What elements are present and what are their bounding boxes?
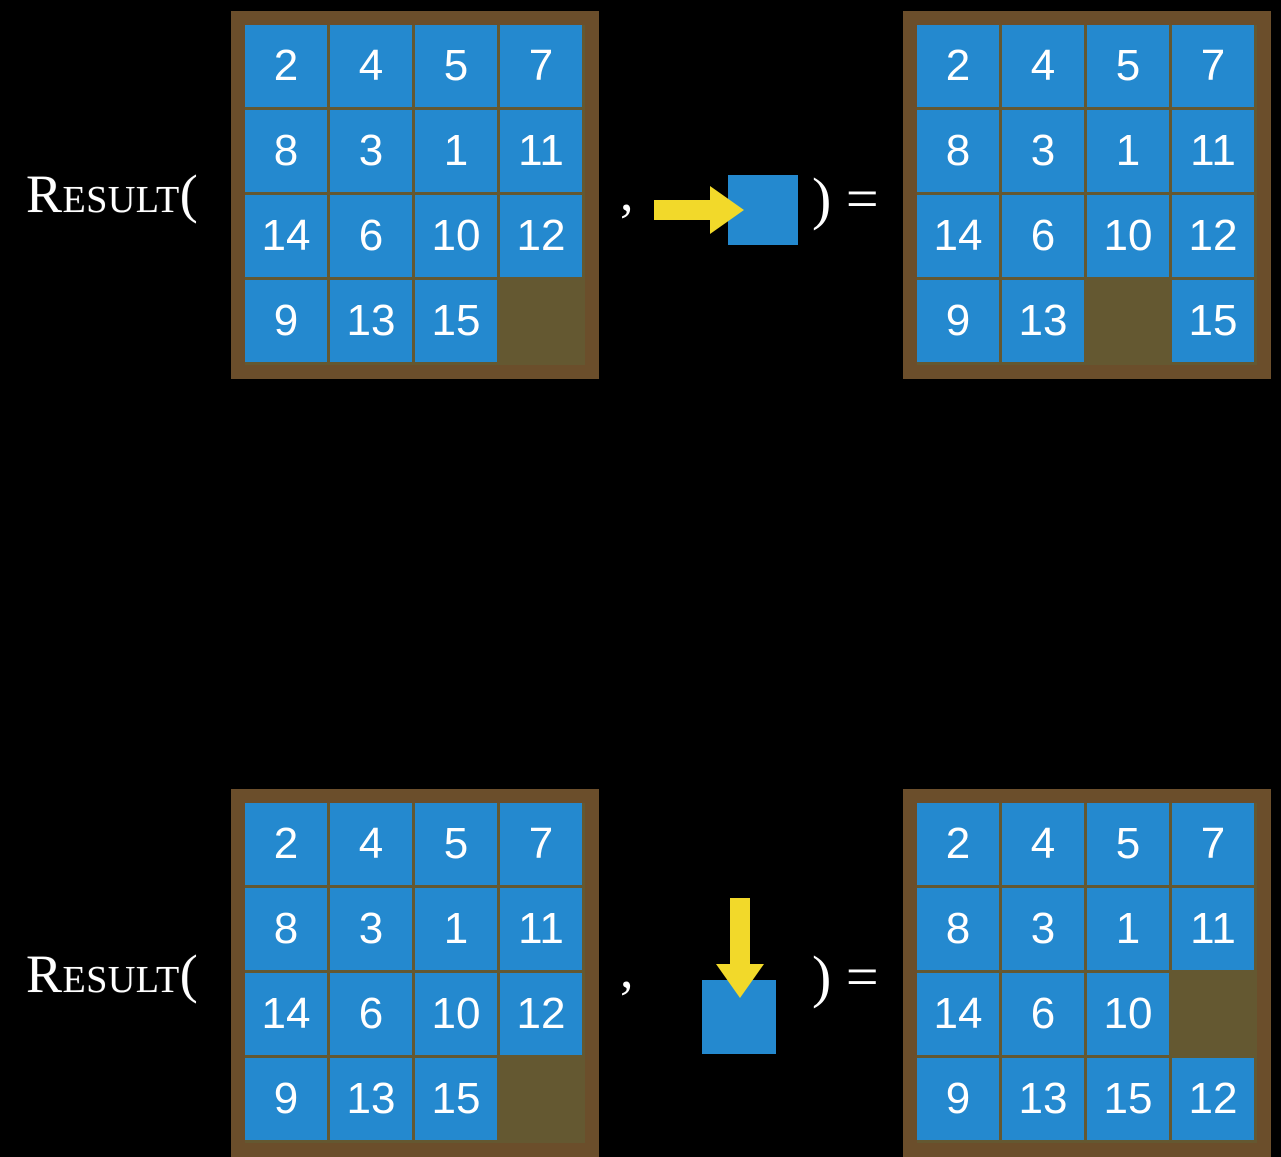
puzzle-tile[interactable]: 15 xyxy=(1087,1058,1169,1140)
puzzle-tile[interactable]: 7 xyxy=(500,25,582,107)
puzzle-tile[interactable]: 13 xyxy=(1002,280,1084,362)
empty-cell xyxy=(1172,973,1254,1055)
puzzle-tile[interactable]: 2 xyxy=(917,803,999,885)
puzzle-tile[interactable]: 15 xyxy=(415,1058,497,1140)
puzzle-tile[interactable]: 6 xyxy=(1002,195,1084,277)
puzzle-tile[interactable]: 2 xyxy=(245,25,327,107)
result-label-top: Result( xyxy=(26,164,199,224)
comma-separator-top: , xyxy=(620,162,634,222)
puzzle-tile[interactable]: 14 xyxy=(917,195,999,277)
puzzle-tile[interactable]: 11 xyxy=(500,888,582,970)
puzzle-tile[interactable]: 12 xyxy=(500,195,582,277)
puzzle-tile[interactable]: 9 xyxy=(245,1058,327,1140)
puzzle-tile[interactable]: 5 xyxy=(415,803,497,885)
puzzle-tile[interactable]: 2 xyxy=(245,803,327,885)
puzzle-tile[interactable]: 3 xyxy=(1002,110,1084,192)
puzzle-tile[interactable]: 8 xyxy=(245,110,327,192)
puzzle-tile[interactable]: 2 xyxy=(917,25,999,107)
puzzle-tile[interactable]: 10 xyxy=(1087,195,1169,277)
puzzle-tile[interactable]: 3 xyxy=(330,110,412,192)
empty-cell xyxy=(1087,280,1169,362)
puzzle-tile[interactable]: 7 xyxy=(1172,803,1254,885)
puzzle-tile[interactable]: 12 xyxy=(500,973,582,1055)
puzzle-tile[interactable]: 6 xyxy=(330,195,412,277)
puzzle-tile[interactable]: 8 xyxy=(245,888,327,970)
puzzle-tile[interactable]: 4 xyxy=(1002,803,1084,885)
puzzle-tile[interactable]: 11 xyxy=(1172,888,1254,970)
comma-separator-bottom: , xyxy=(620,939,634,999)
puzzle-tile[interactable]: 6 xyxy=(330,973,412,1055)
puzzle-tile[interactable]: 8 xyxy=(917,110,999,192)
puzzle-tile[interactable]: 14 xyxy=(917,973,999,1055)
result-label-bottom: Result( xyxy=(26,944,199,1004)
puzzle-tile[interactable]: 1 xyxy=(1087,110,1169,192)
puzzle-tile[interactable]: 7 xyxy=(500,803,582,885)
empty-cell xyxy=(500,280,582,362)
empty-cell xyxy=(500,1058,582,1140)
puzzle-tile[interactable]: 13 xyxy=(1002,1058,1084,1140)
puzzle-tile[interactable]: 14 xyxy=(245,195,327,277)
puzzle-tile[interactable]: 11 xyxy=(1172,110,1254,192)
puzzle-tile[interactable]: 3 xyxy=(1002,888,1084,970)
puzzle-tile[interactable]: 9 xyxy=(917,1058,999,1140)
puzzle-tile[interactable]: 4 xyxy=(330,803,412,885)
puzzle-tile[interactable]: 1 xyxy=(415,110,497,192)
puzzle-tile[interactable]: 1 xyxy=(1087,888,1169,970)
puzzle-tile[interactable]: 8 xyxy=(917,888,999,970)
puzzle-tile[interactable]: 10 xyxy=(415,973,497,1055)
puzzle-tile[interactable]: 1 xyxy=(415,888,497,970)
paren-equals-bottom: ) = xyxy=(812,944,879,1009)
puzzle-tile[interactable]: 7 xyxy=(1172,25,1254,107)
puzzle-tile[interactable]: 3 xyxy=(330,888,412,970)
puzzle-tile[interactable]: 5 xyxy=(1087,803,1169,885)
puzzle-tile[interactable]: 4 xyxy=(330,25,412,107)
puzzle-tile[interactable]: 15 xyxy=(415,280,497,362)
puzzle-tile[interactable]: 11 xyxy=(500,110,582,192)
puzzle-tile[interactable]: 5 xyxy=(1087,25,1169,107)
puzzle-tile[interactable]: 14 xyxy=(245,973,327,1055)
arrow-right-icon xyxy=(654,186,744,234)
arrow-down-icon xyxy=(716,898,764,998)
puzzle-tile[interactable]: 13 xyxy=(330,280,412,362)
puzzle-tile[interactable]: 9 xyxy=(917,280,999,362)
puzzle-tile[interactable]: 15 xyxy=(1172,280,1254,362)
puzzle-tile[interactable]: 10 xyxy=(1087,973,1169,1055)
puzzle-tile[interactable]: 5 xyxy=(415,25,497,107)
move-right-action xyxy=(650,150,840,350)
puzzle-tile[interactable]: 12 xyxy=(1172,195,1254,277)
puzzle-tile[interactable]: 6 xyxy=(1002,973,1084,1055)
puzzle-tile[interactable]: 9 xyxy=(245,280,327,362)
puzzle-tile[interactable]: 10 xyxy=(415,195,497,277)
paren-equals-top: ) = xyxy=(812,166,879,231)
puzzle-tile[interactable]: 4 xyxy=(1002,25,1084,107)
puzzle-tile[interactable]: 13 xyxy=(330,1058,412,1140)
puzzle-tile[interactable]: 12 xyxy=(1172,1058,1254,1140)
